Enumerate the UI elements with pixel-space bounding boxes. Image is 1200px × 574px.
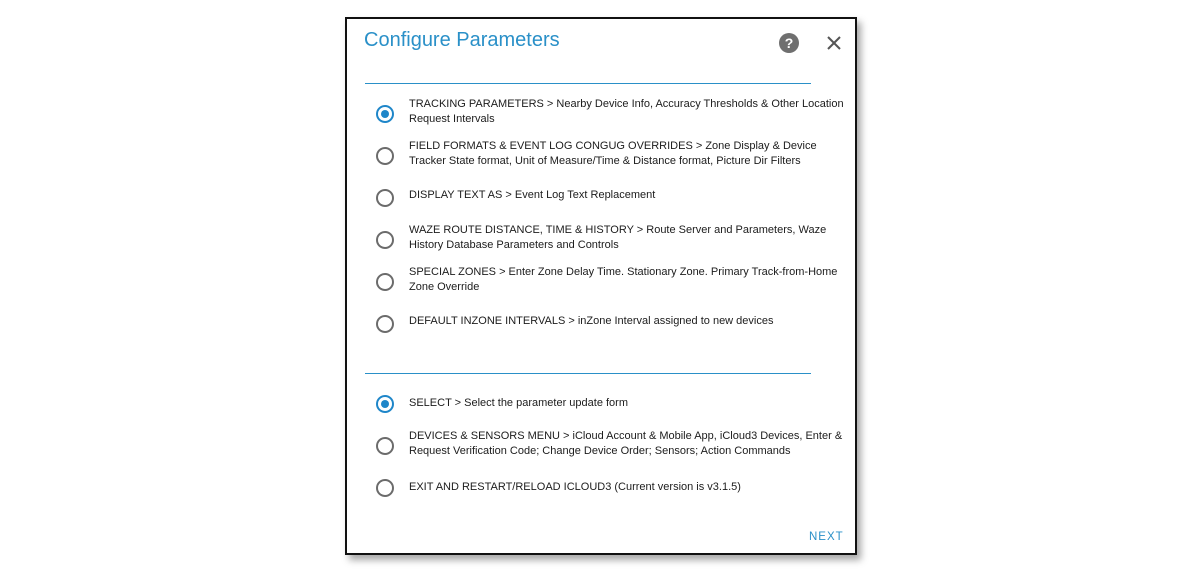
radio-button[interactable] [376, 189, 394, 207]
option-waze-route[interactable]: WAZE ROUTE DISTANCE, TIME & HISTORY > Ro… [347, 223, 855, 259]
option-display-text-as[interactable]: DISPLAY TEXT AS > Event Log Text Replace… [347, 181, 855, 217]
option-select[interactable]: SELECT > Select the parameter update for… [347, 387, 855, 423]
option-label: DISPLAY TEXT AS > Event Log Text Replace… [409, 189, 656, 201]
radio-button[interactable] [376, 147, 394, 165]
section-divider [365, 83, 811, 84]
dialog-title: Configure Parameters [364, 29, 560, 51]
option-field-formats[interactable]: FIELD FORMATS & EVENT LOG CONGUG OVERRID… [347, 139, 855, 175]
radio-button[interactable] [376, 231, 394, 249]
close-icon[interactable] [823, 32, 845, 54]
option-label: SPECIAL ZONES > Enter Zone Delay Time. S… [409, 266, 838, 293]
option-devices-sensors-menu[interactable]: DEVICES & SENSORS MENU > iCloud Account … [347, 429, 855, 465]
next-button[interactable]: NEXT [809, 531, 844, 543]
option-label: EXIT AND RESTART/RELOAD ICLOUD3 (Current… [409, 481, 741, 493]
option-default-inzone-intervals[interactable]: DEFAULT INZONE INTERVALS > inZone Interv… [347, 307, 855, 343]
option-label: SELECT > Select the parameter update for… [409, 397, 628, 409]
radio-button[interactable] [376, 479, 394, 497]
configure-parameters-dialog: Configure Parameters ? TRACKING PARAMETE… [345, 17, 857, 555]
section-divider [365, 373, 811, 374]
help-icon[interactable]: ? [779, 33, 799, 53]
option-label: DEFAULT INZONE INTERVALS > inZone Interv… [409, 315, 774, 327]
option-special-zones[interactable]: SPECIAL ZONES > Enter Zone Delay Time. S… [347, 265, 855, 301]
option-tracking-parameters[interactable]: TRACKING PARAMETERS > Nearby Device Info… [347, 97, 855, 133]
option-label: DEVICES & SENSORS MENU > iCloud Account … [409, 430, 843, 457]
option-label: TRACKING PARAMETERS > Nearby Device Info… [409, 98, 844, 125]
option-label: FIELD FORMATS & EVENT LOG CONGUG OVERRID… [409, 140, 817, 167]
option-exit-restart[interactable]: EXIT AND RESTART/RELOAD ICLOUD3 (Current… [347, 471, 855, 507]
radio-button[interactable] [376, 315, 394, 333]
option-label: WAZE ROUTE DISTANCE, TIME & HISTORY > Ro… [409, 224, 827, 251]
radio-button[interactable] [376, 437, 394, 455]
radio-button[interactable] [376, 273, 394, 291]
radio-button[interactable] [376, 105, 394, 123]
radio-button[interactable] [376, 395, 394, 413]
